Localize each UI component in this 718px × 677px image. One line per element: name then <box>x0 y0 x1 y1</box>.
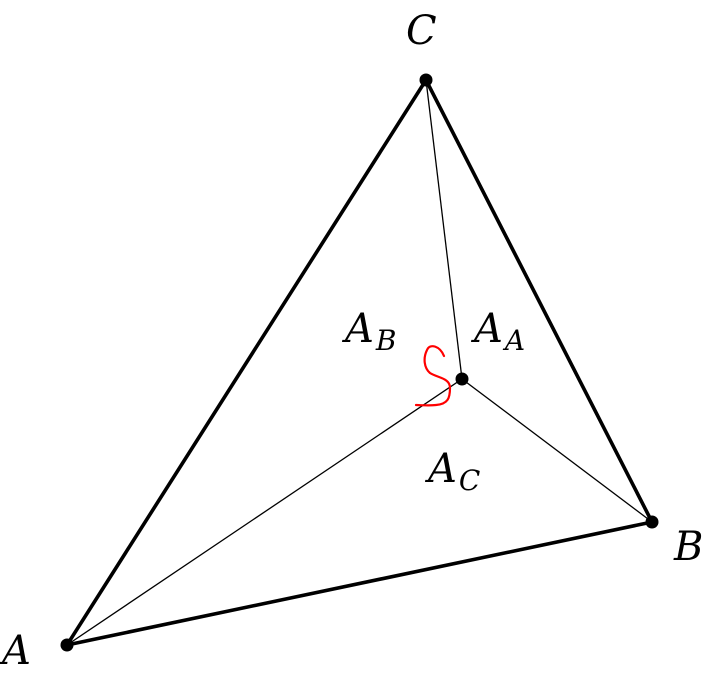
region-label-a-c-main: A <box>424 446 457 492</box>
red-annotation-stroke <box>414 345 452 407</box>
segment-p-a <box>66 378 463 646</box>
interior-point-dot <box>455 372 469 386</box>
vertex-b-dot <box>645 515 659 529</box>
segment-p-b <box>461 378 653 523</box>
vertex-label-c: C <box>406 8 437 54</box>
region-label-a-a-sub: A <box>502 324 525 357</box>
triangle-abc <box>65 78 654 647</box>
region-label-a-a-main: A <box>470 306 503 352</box>
region-label-a-b: AB <box>341 306 396 357</box>
region-label-a-c-sub: C <box>459 464 480 497</box>
region-label-a-c: AC <box>424 446 480 497</box>
vertex-c-dot <box>419 73 433 87</box>
region-label-a-b-main: A <box>341 306 374 352</box>
vertex-label-b: B <box>673 524 703 570</box>
region-label-a-b-sub: B <box>375 324 397 357</box>
segment-p-c <box>425 79 463 380</box>
vertex-label-a: A <box>0 628 31 674</box>
region-label-a-a: AA <box>470 306 525 357</box>
vertex-a-dot <box>60 638 74 652</box>
